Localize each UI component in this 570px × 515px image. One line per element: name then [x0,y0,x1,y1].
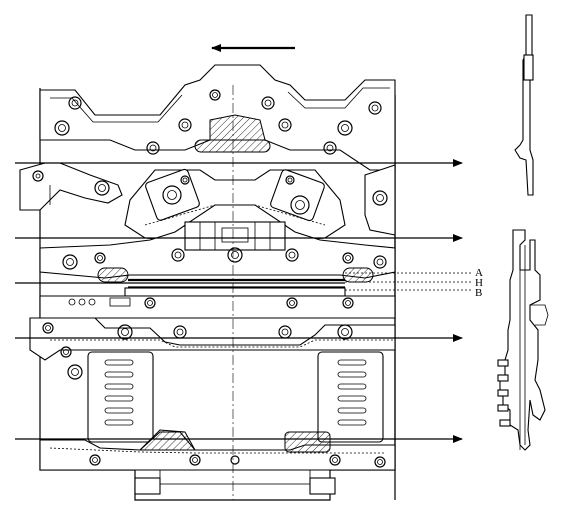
left-clamp [19,162,123,211]
side-profile [497,14,549,451]
bottom-panels [39,351,396,495]
label-b: B [475,287,482,299]
top-plate [39,64,396,171]
label-h: H [475,277,483,289]
slide-plate [39,295,396,319]
label-a: A [475,267,483,279]
arrow-right-icon [15,159,463,443]
right-bracket [364,164,396,236]
gap-detail: A H B [124,267,483,299]
comb-plate [39,221,396,283]
